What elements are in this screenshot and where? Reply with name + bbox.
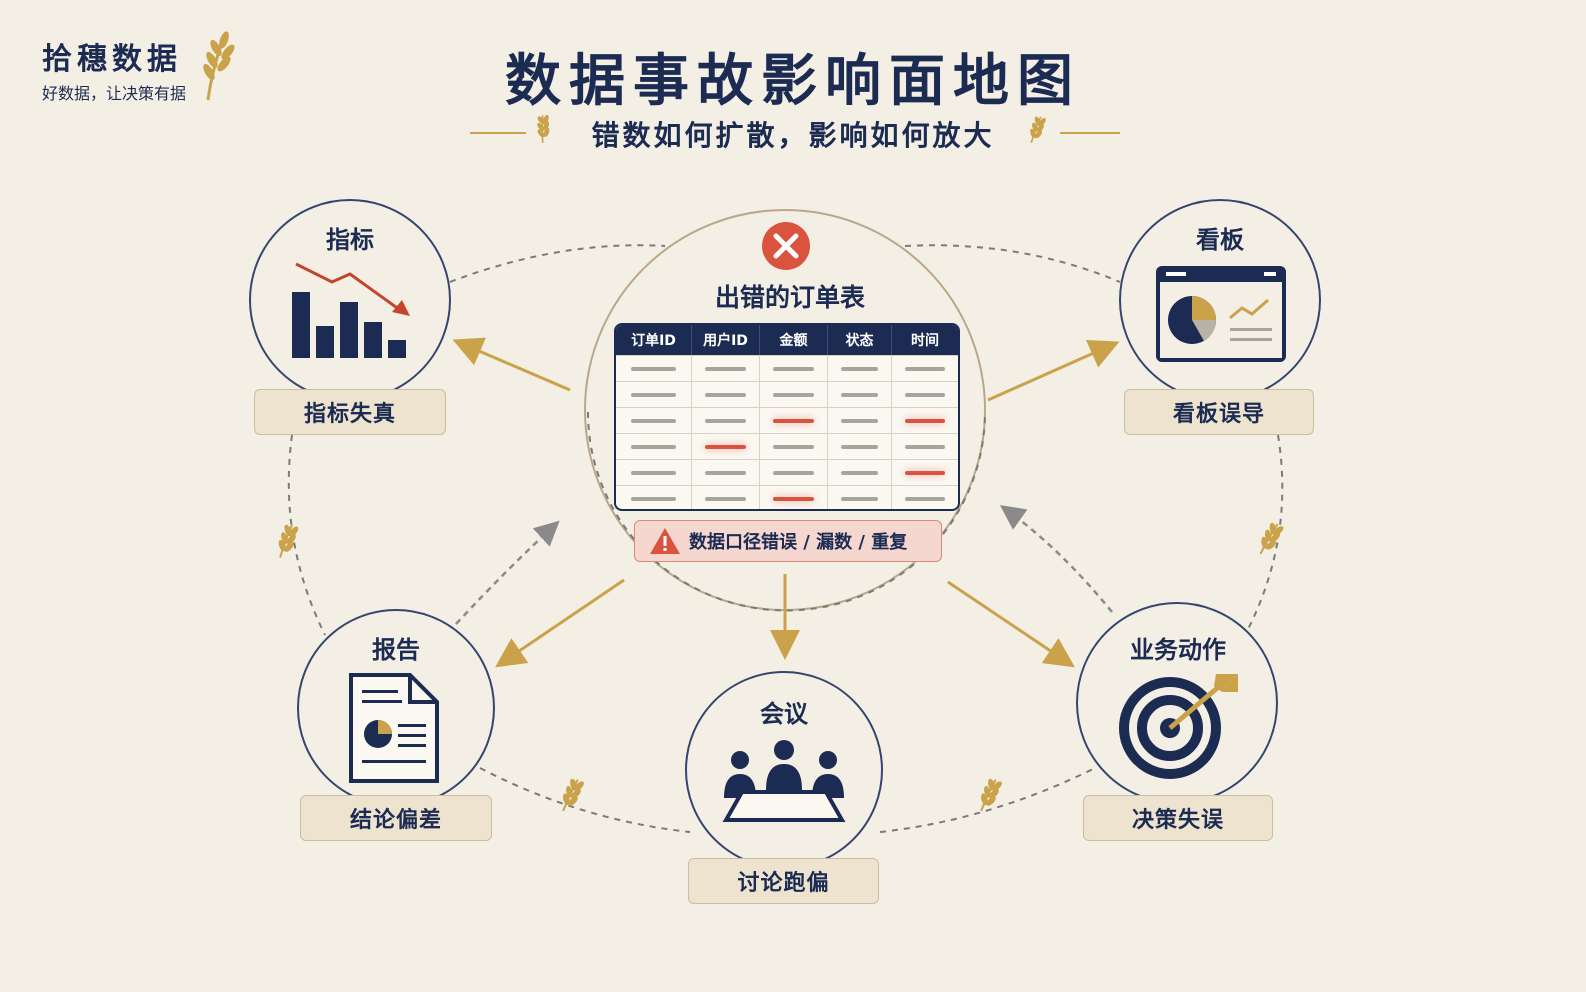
error-cell-marker — [705, 444, 746, 449]
error-cell-marker — [905, 418, 945, 423]
meeting-people-icon — [722, 740, 846, 822]
table-row — [616, 355, 958, 381]
error-cell-marker — [773, 496, 814, 501]
column-header: 状态 — [828, 325, 892, 355]
column-header: 时间 — [911, 333, 939, 349]
table-row — [616, 433, 958, 459]
meeting-node-label: 讨论跑偏 — [688, 858, 879, 904]
error-cell-marker — [773, 418, 814, 423]
order-table: 订单ID 用户ID 金额 状态 时间 — [614, 323, 960, 511]
dashboard-icon — [1156, 266, 1286, 362]
metrics-node-title: 指标 — [326, 226, 374, 254]
table-row — [616, 407, 958, 433]
subtitle-rule-right — [1060, 132, 1120, 134]
table-row — [616, 381, 958, 407]
page-title: 数据事故影响面地图 — [505, 49, 1081, 114]
warning-triangle-icon — [650, 528, 680, 554]
warning-text: 数据口径错误 / 漏数 / 重复 — [689, 532, 908, 553]
dashboard-node-title: 看板 — [1196, 226, 1244, 254]
dashboard-node-label: 看板误导 — [1124, 389, 1314, 435]
center-node-title: 出错的订单表 — [714, 283, 865, 312]
action-node-label: 决策失误 — [1083, 795, 1273, 841]
error-x-icon — [762, 222, 810, 270]
report-node-label: 结论偏差 — [300, 795, 492, 841]
wheat-icon — [203, 31, 235, 101]
action-node-title: 业务动作 — [1130, 636, 1226, 664]
column-header: 金额 — [760, 325, 828, 355]
metrics-node-label: 指标失真 — [254, 389, 446, 435]
column-header: 用户ID — [692, 325, 760, 355]
meeting-node-title: 会议 — [760, 700, 808, 728]
brand-name: 拾穗数据 — [42, 42, 182, 77]
warning-banner: 数据口径错误 / 漏数 / 重复 — [634, 520, 942, 562]
subtitle-rule-left — [470, 132, 526, 134]
column-header: 订单ID — [616, 325, 692, 355]
declining-bar-chart-icon — [292, 262, 410, 358]
error-cell-marker — [905, 470, 945, 475]
report-document-icon — [349, 673, 439, 783]
table-row — [616, 459, 958, 485]
report-node-title: 报告 — [372, 636, 420, 664]
table-header: 订单ID 用户ID 金额 状态 时间 — [616, 325, 958, 355]
brand-tagline: 好数据，让决策有据 — [42, 84, 187, 103]
target-arrow-icon — [1119, 674, 1238, 779]
page-subtitle: 错数如何扩散，影响如何放大 — [591, 119, 995, 152]
table-row — [616, 485, 958, 509]
